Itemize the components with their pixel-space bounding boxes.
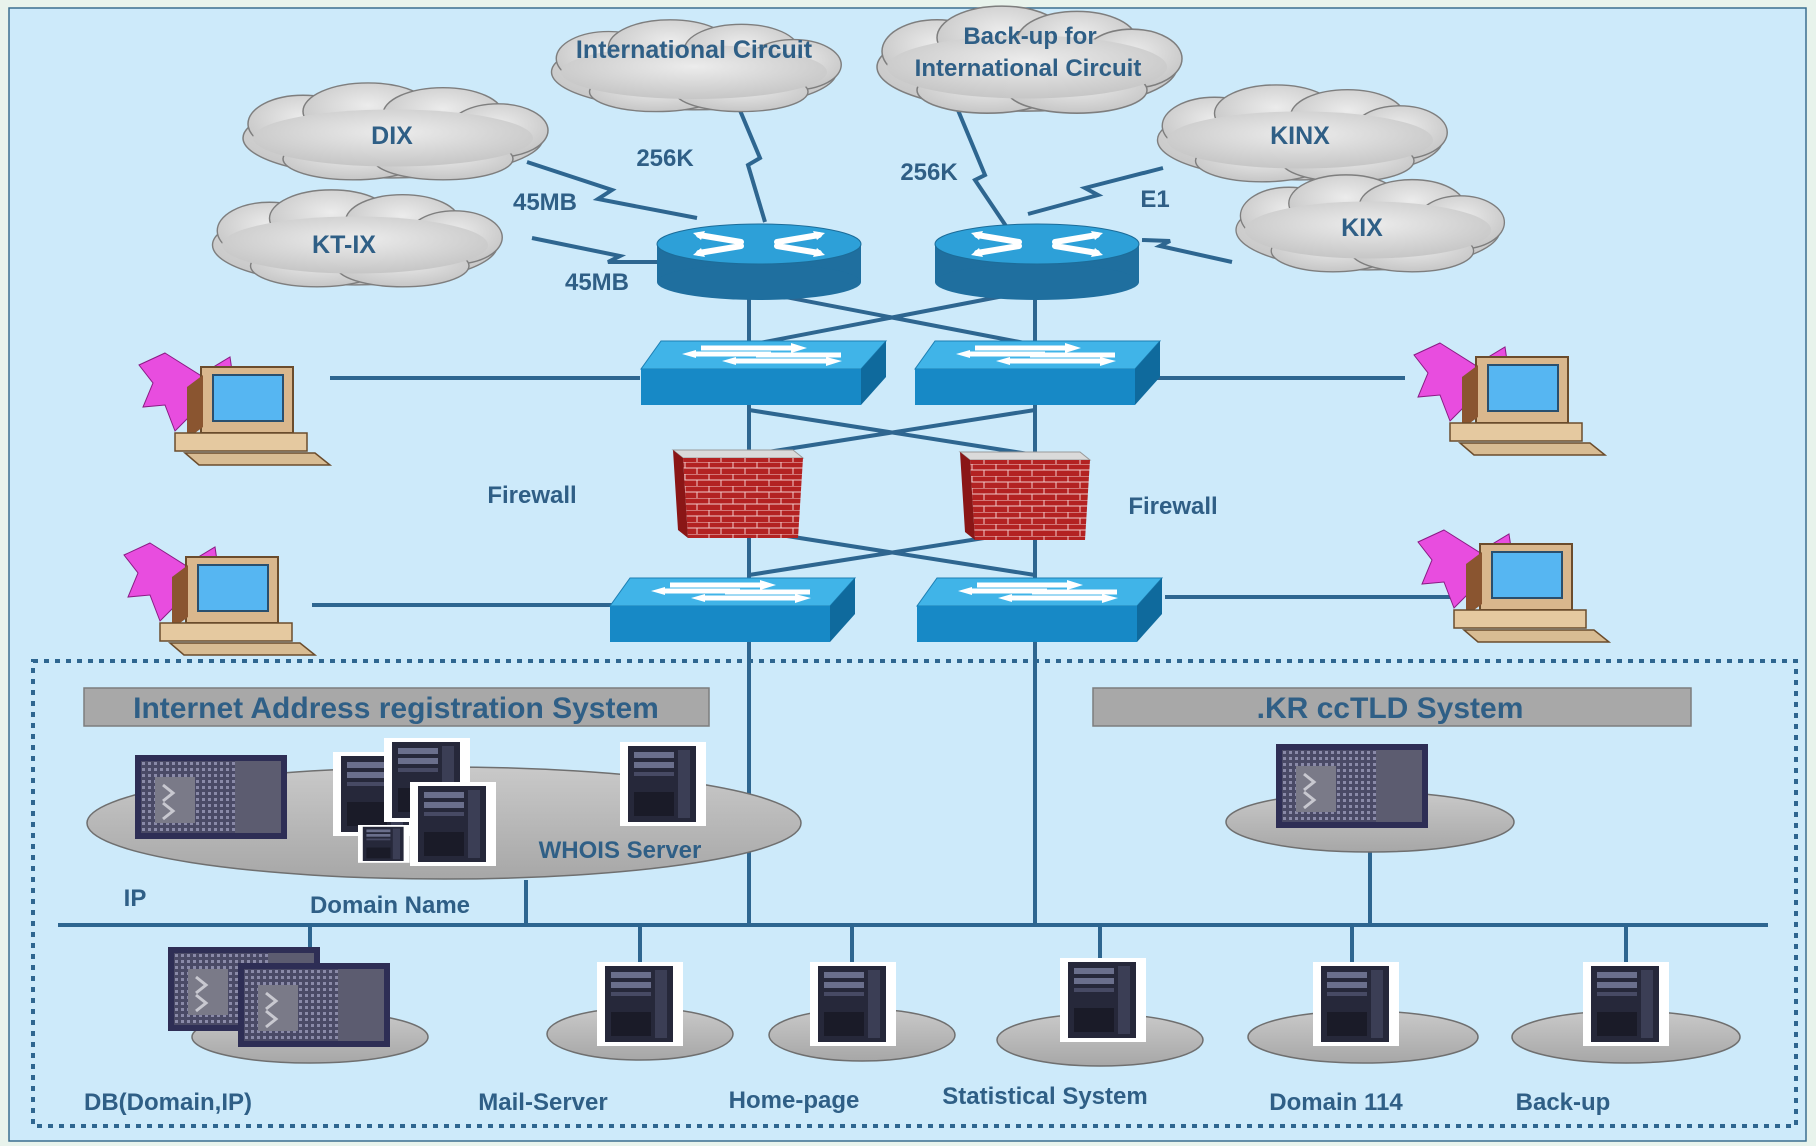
cloud-label-dix: DIX	[371, 122, 413, 150]
tower-home	[810, 962, 896, 1046]
link-speed-intl: 256K	[636, 145, 694, 172]
system-title-kr-cctld: .KR ccTLD System	[1257, 692, 1524, 725]
system-boundary	[31, 659, 1798, 1128]
server-label-stat: Statistical System	[942, 1083, 1147, 1110]
switch-lower-left	[610, 578, 855, 642]
system-title-internet-address: Internet Address registration System	[133, 692, 659, 725]
core-links	[58, 285, 1768, 962]
switch-upper-left	[641, 341, 886, 405]
wan-links	[526, 102, 1233, 264]
tower-domain-3	[410, 782, 496, 866]
cloud-backup-international: Back-up for International Circuit	[876, 5, 1183, 114]
cloud-label-kix: KIX	[1341, 214, 1383, 242]
link-speed-ktix: 45MB	[565, 269, 629, 296]
cloud-label-backup-line2: International Circuit	[915, 55, 1142, 82]
firewall-left	[672, 449, 804, 539]
cloud-label-kinx: KINX	[1270, 122, 1330, 150]
link-speed-backup: 256K	[900, 159, 958, 186]
system-box-internet-address	[83, 687, 710, 727]
server-label-mail: Mail-Server	[478, 1089, 607, 1116]
tower-whois	[620, 742, 706, 826]
server-label-domain114: Domain 114	[1269, 1089, 1403, 1116]
cloud-international-circuit: International Circuit	[550, 19, 842, 113]
server-label-home: Home-page	[729, 1087, 860, 1114]
cloud-label-international-circuit: International Circuit	[576, 36, 813, 64]
tower-domain114	[1313, 962, 1399, 1046]
mainframe-db-2	[236, 961, 392, 1049]
router-right	[935, 224, 1139, 300]
server-label-backup: Back-up	[1516, 1089, 1611, 1116]
tower-backup	[1583, 962, 1669, 1046]
router-left	[657, 224, 861, 300]
ip-label: IP	[124, 885, 147, 912]
cloud-label-ktix: KT-IX	[312, 231, 376, 259]
link-speed-dix: 45MB	[513, 189, 577, 216]
cloud-kinx: KINX	[1156, 84, 1448, 183]
tower-stat	[1060, 958, 1146, 1042]
cloud-kix: KIX	[1235, 174, 1506, 273]
firewall-label-right: Firewall	[1128, 493, 1217, 520]
cloud-ktix: KT-IX	[211, 189, 503, 288]
firewall-right	[959, 451, 1091, 541]
system-box-kr-cctld	[1092, 687, 1692, 727]
cloud-dix: DIX	[242, 82, 549, 181]
server-label-db: DB(Domain,IP)	[84, 1089, 252, 1116]
switch-upper-right	[915, 341, 1160, 405]
domain-name-label: Domain Name	[310, 892, 470, 919]
tower-domain-4	[358, 825, 410, 863]
firewall-label-left: Firewall	[487, 482, 576, 509]
switch-lower-right	[917, 578, 1162, 642]
whois-server-label: WHOIS Server	[539, 837, 702, 864]
link-speed-kinx: E1	[1140, 186, 1169, 213]
mainframe-cctld	[1274, 742, 1430, 830]
cloud-label-backup-line1: Back-up for	[963, 23, 1096, 50]
mainframe-domain	[133, 753, 289, 841]
tower-mail	[597, 962, 683, 1046]
